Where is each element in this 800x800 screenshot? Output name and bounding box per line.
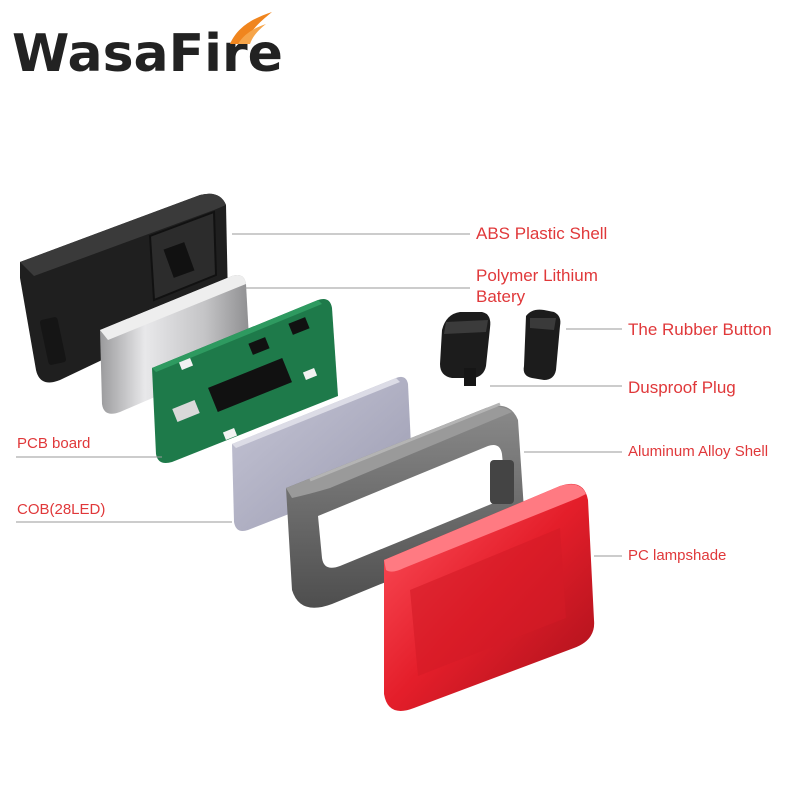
label-rubber-button: The Rubber Button (628, 320, 772, 339)
flame-icon (230, 12, 272, 44)
pcb-board (152, 299, 338, 463)
label-battery-line1: Polymer Lithium (476, 266, 598, 285)
label-dustproof-plug: Dusproof Plug (628, 378, 736, 397)
cob-led-plate (232, 376, 412, 531)
polymer-lithium-battery (100, 275, 250, 414)
rubber-button (523, 309, 561, 380)
leader-lines (16, 233, 622, 557)
label-pcb-board: PCB board (17, 435, 91, 452)
dustproof-plug (440, 312, 491, 386)
label-abs-plastic-shell: ABS Plastic Shell (476, 224, 608, 243)
label-pc-lampshade: PC lampshade (628, 547, 727, 564)
aluminum-alloy-shell (286, 402, 524, 608)
label-aluminum-alloy-shell: Aluminum Alloy Shell (628, 443, 769, 460)
pc-lampshade (384, 483, 595, 711)
brand-logo: WasaFire (12, 8, 312, 88)
label-battery-line2: Batery (476, 287, 526, 306)
abs-plastic-shell (20, 193, 228, 383)
label-cob: COB(28LED) (17, 501, 106, 518)
